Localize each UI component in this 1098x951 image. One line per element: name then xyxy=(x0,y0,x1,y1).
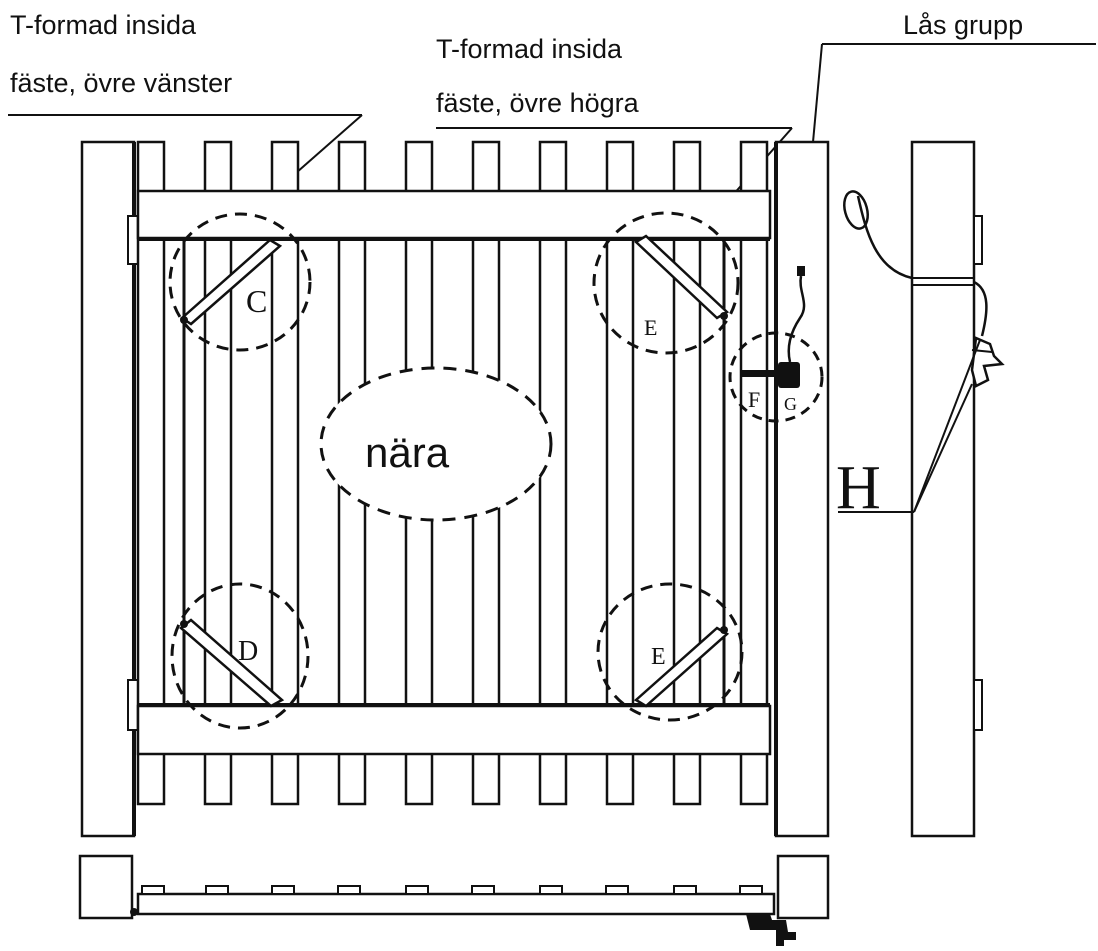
detail-circle-e-top xyxy=(592,211,740,355)
corner-brace-d: D xyxy=(170,582,310,730)
latch-bar xyxy=(740,370,780,377)
cord-loop xyxy=(843,190,869,230)
hinge-lower xyxy=(127,679,139,731)
plan-left-post xyxy=(78,854,134,920)
label-left-bracket: T-formad insida fäste, övre vänster xyxy=(8,10,363,187)
plan-picket-ends xyxy=(141,885,763,895)
detail-circle-fg xyxy=(728,331,824,423)
close-callout: nära xyxy=(319,366,553,522)
marker-f: F xyxy=(748,387,760,412)
detail-circle-e-bottom xyxy=(596,582,744,722)
label-lock-group-text: Lås grupp xyxy=(903,10,1023,40)
plan-view xyxy=(78,854,830,946)
label-right-bracket-line1: T-formad insida xyxy=(436,34,623,64)
latch-assembly: F G xyxy=(728,266,824,423)
marker-c: C xyxy=(246,283,267,319)
label-close: nära xyxy=(365,429,450,476)
lock-cord xyxy=(787,275,806,363)
plan-right-post xyxy=(776,854,830,920)
h-callout: H xyxy=(836,339,981,522)
bottom-rail xyxy=(136,703,772,756)
corner-brace-e-bottom: E xyxy=(596,582,744,722)
latch-post xyxy=(774,140,830,838)
label-left-bracket-line1: T-formad insida xyxy=(10,10,197,40)
plan-latch xyxy=(746,914,796,946)
latch-body xyxy=(778,362,800,388)
marker-e-top: E xyxy=(644,315,657,340)
corner-brace-e-top: E xyxy=(592,211,740,355)
detail-circle-c xyxy=(168,212,312,352)
label-left-bracket-line2: fäste, övre vänster xyxy=(10,68,232,98)
left-hinge-post xyxy=(80,140,139,838)
marker-h: H xyxy=(836,454,881,522)
marker-d: D xyxy=(238,636,258,667)
label-right-bracket-line2: fäste, övre högra xyxy=(436,88,640,118)
plan-rail xyxy=(136,892,776,916)
keeper-hinge-upper xyxy=(973,215,983,265)
marker-e-bottom: E xyxy=(651,644,666,670)
keeper-cord xyxy=(856,195,988,337)
hinge-upper xyxy=(127,215,139,265)
corner-brace-c: C xyxy=(168,212,312,352)
keeper-hinge-lower xyxy=(973,679,983,731)
keeper-clip xyxy=(970,336,1005,388)
detail-circle-d xyxy=(170,582,310,730)
leader-left-arrow-line xyxy=(287,114,363,181)
marker-g: G xyxy=(784,394,797,414)
